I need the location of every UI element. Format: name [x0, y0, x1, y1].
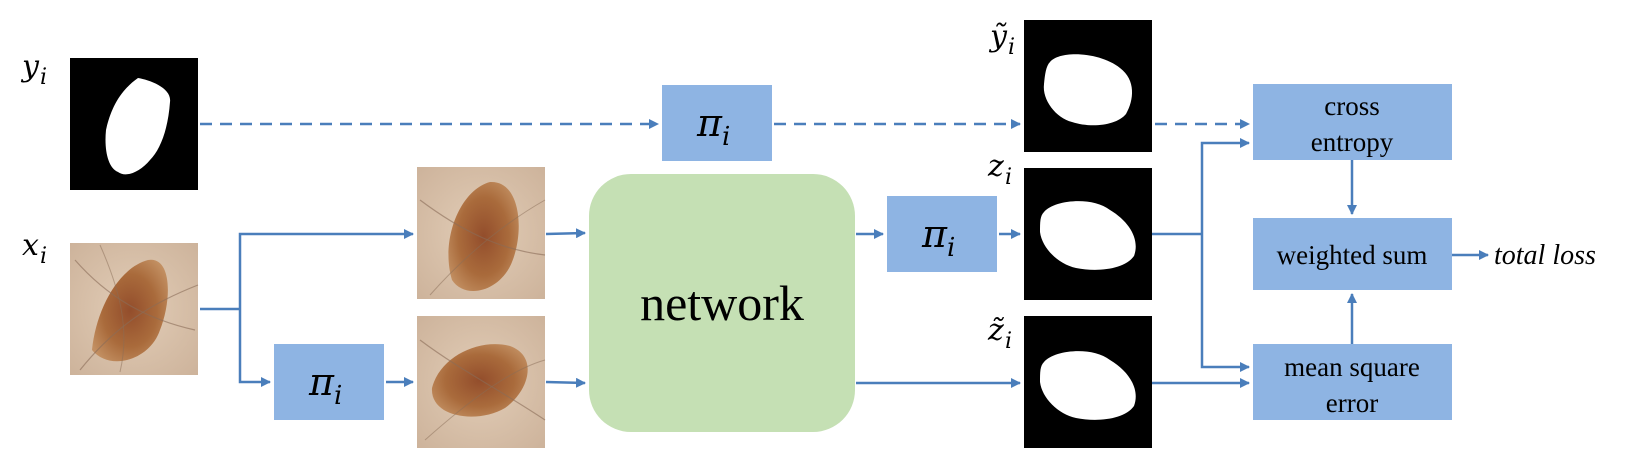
label-y-tilde: ỹ i [988, 19, 1015, 60]
cross-entropy-box: cross entropy [1253, 84, 1452, 160]
svg-text:z: z [987, 149, 1004, 184]
label-z: z i [987, 149, 1012, 190]
svg-text:network: network [640, 275, 804, 331]
svg-text:x: x [22, 228, 39, 263]
svg-text:i: i [1008, 35, 1015, 60]
arrow-x-to-upper [238, 229, 414, 309]
svg-text:i: i [1005, 329, 1012, 354]
svg-text:ỹ: ỹ [988, 19, 1008, 54]
svg-text:i: i [1005, 165, 1012, 190]
svg-text:cross: cross [1324, 91, 1380, 121]
mask-image-z [1024, 168, 1152, 300]
arrow-z-to-ce [1200, 138, 1250, 234]
pi-box-middle: π i [887, 196, 997, 272]
label-y: y i [20, 49, 47, 90]
svg-text:error: error [1326, 388, 1378, 418]
svg-text:i: i [947, 233, 955, 263]
arrow-x-to-pi [238, 309, 271, 387]
arrow-z-to-mse [1200, 234, 1250, 372]
mse-box: mean square error [1253, 344, 1452, 420]
mask-image-y [70, 58, 198, 190]
skin-image-upper [417, 167, 546, 299]
connector-arrows [200, 119, 1489, 388]
skin-image-lower [417, 316, 546, 448]
weighted-sum-box: weighted sum [1253, 218, 1452, 290]
total-loss-label: total loss [1494, 240, 1596, 271]
svg-text:i: i [722, 122, 730, 152]
label-x: x i [22, 228, 47, 269]
svg-text:z̃: z̃ [987, 313, 1005, 348]
svg-text:i: i [40, 244, 47, 269]
network-box: network [589, 174, 855, 432]
svg-text:entropy: entropy [1311, 127, 1394, 157]
arrow-lower-to-network [545, 377, 586, 388]
svg-text:i: i [40, 65, 47, 90]
svg-text:y: y [20, 49, 40, 84]
mask-image-z-tilde [1024, 316, 1152, 448]
pi-box-bottom: π i [274, 344, 384, 420]
label-z-tilde: z̃ i [987, 313, 1012, 354]
arrow-upper-to-network [545, 228, 586, 239]
pi-box-top: π i [662, 85, 772, 161]
svg-text:weighted sum: weighted sum [1277, 240, 1428, 270]
svg-text:mean square: mean square [1284, 352, 1420, 382]
skin-image-x [70, 243, 199, 375]
mask-image-y-tilde [1024, 20, 1152, 152]
svg-text:i: i [334, 381, 342, 411]
svg-text:π: π [308, 360, 335, 404]
svg-text:π: π [921, 212, 948, 256]
svg-text:π: π [696, 101, 723, 145]
